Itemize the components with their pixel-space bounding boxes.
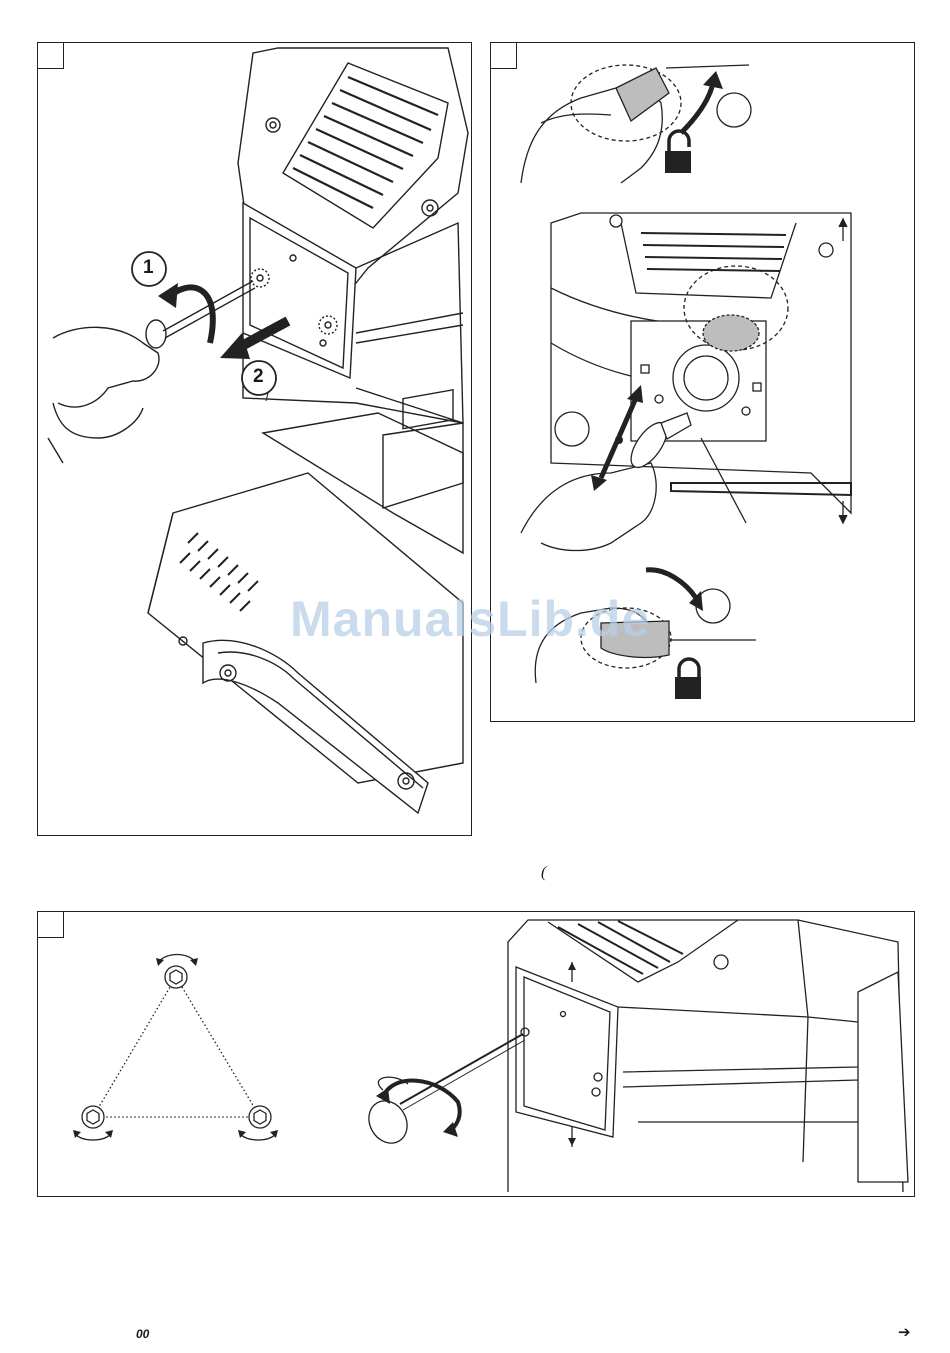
next-page-arrow-icon: ➔ xyxy=(898,1323,911,1341)
callout-step-2: 2 xyxy=(253,366,264,388)
adjust-screws-illustration xyxy=(38,912,916,1198)
figure-panel-adjust-screws xyxy=(37,911,915,1197)
page-number: 00 xyxy=(136,1327,149,1341)
padlock-icon xyxy=(665,131,691,173)
lamp-replacement-illustration xyxy=(491,43,916,723)
stray-character: ( xyxy=(541,864,546,882)
remove-screws-illustration xyxy=(38,43,473,837)
figure-panel-lamp-replacement xyxy=(490,42,915,722)
callout-step-1: 1 xyxy=(143,257,154,279)
figure-panel-remove-screws: 1 2 xyxy=(37,42,472,836)
padlock-icon xyxy=(675,659,701,699)
